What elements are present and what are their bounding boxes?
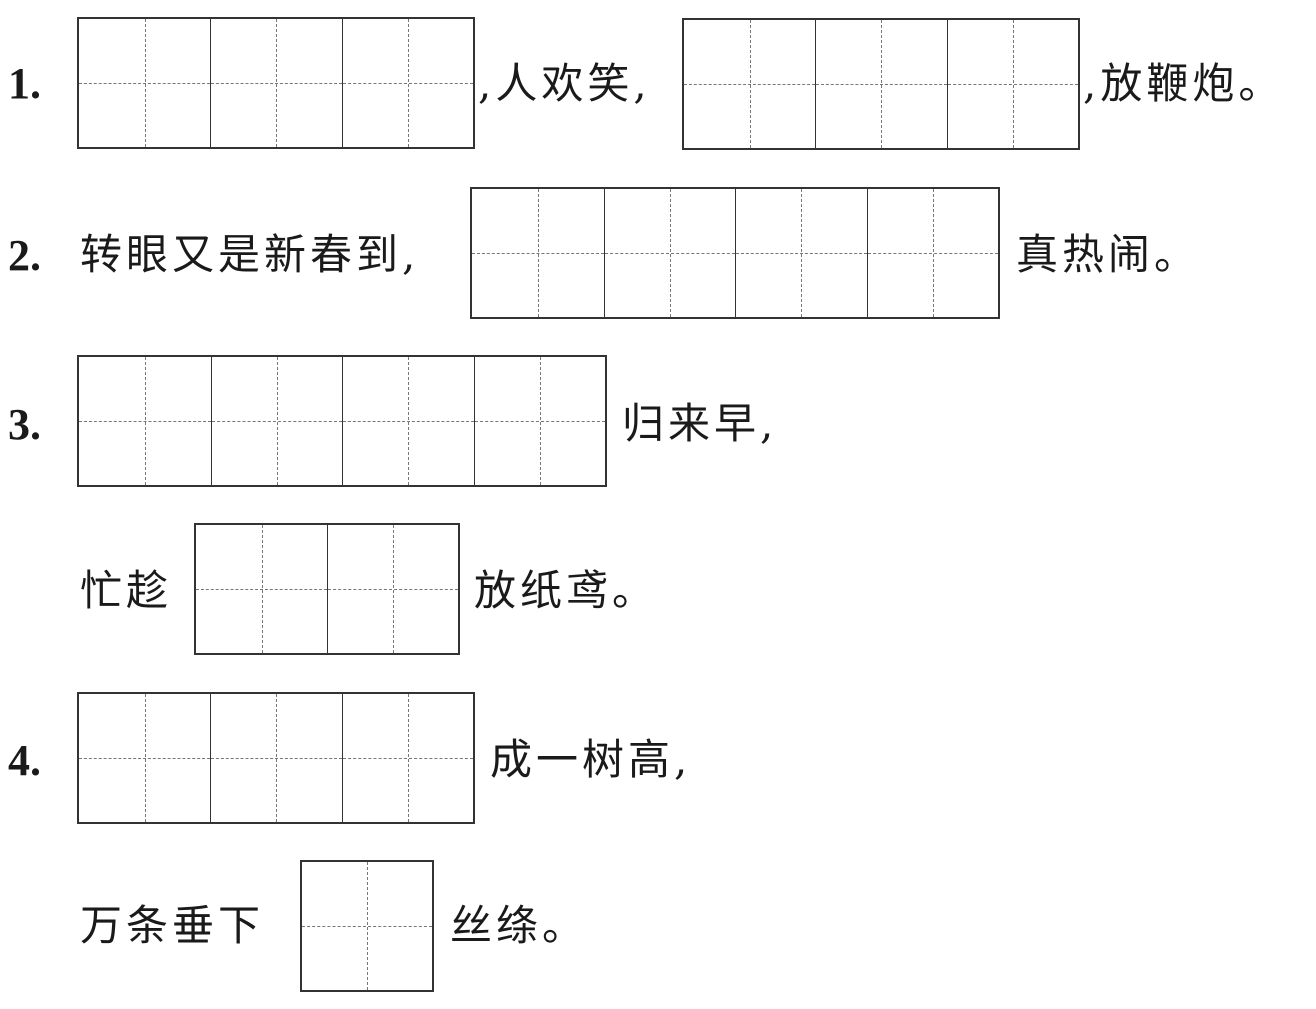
grid-cell[interactable] bbox=[210, 694, 342, 822]
grid-cell[interactable] bbox=[302, 862, 432, 990]
grid-cell[interactable] bbox=[196, 525, 327, 653]
answer-grid[interactable] bbox=[77, 355, 607, 487]
question-number: 3. bbox=[8, 400, 41, 449]
answer-grid[interactable] bbox=[77, 692, 475, 824]
answer-grid[interactable] bbox=[682, 18, 1080, 150]
grid-cell[interactable] bbox=[79, 357, 211, 485]
question-number: 4. bbox=[8, 736, 41, 785]
question-text: 放纸鸢。 bbox=[474, 566, 659, 615]
question-text: 转眼又是新春到, bbox=[80, 230, 420, 279]
question-text: ,人欢笑, bbox=[478, 59, 651, 108]
grid-cell[interactable] bbox=[866, 189, 999, 317]
grid-cell[interactable] bbox=[472, 189, 604, 317]
question-number: 2. bbox=[8, 231, 41, 280]
grid-cell[interactable] bbox=[342, 357, 474, 485]
question-text: 归来早, bbox=[622, 399, 778, 448]
answer-grid[interactable] bbox=[300, 860, 434, 992]
grid-cell[interactable] bbox=[473, 357, 606, 485]
grid-cell[interactable] bbox=[815, 20, 947, 148]
question-text: 万条垂下 bbox=[80, 901, 265, 950]
question-text: 忙趁 bbox=[80, 566, 173, 615]
answer-grid[interactable] bbox=[470, 187, 1000, 319]
grid-cell[interactable] bbox=[946, 20, 1079, 148]
answer-grid[interactable] bbox=[77, 17, 475, 149]
grid-cell[interactable] bbox=[210, 357, 343, 485]
grid-cell[interactable] bbox=[79, 19, 211, 147]
grid-cell[interactable] bbox=[210, 19, 342, 147]
grid-cell[interactable] bbox=[735, 189, 867, 317]
grid-cell[interactable] bbox=[684, 20, 816, 148]
grid-cell[interactable] bbox=[341, 19, 474, 147]
grid-cell[interactable] bbox=[79, 694, 211, 822]
grid-cell[interactable] bbox=[603, 189, 736, 317]
question-text: 成一树高, bbox=[490, 735, 692, 784]
answer-grid[interactable] bbox=[194, 523, 460, 655]
question-text: ,放鞭炮。 bbox=[1083, 59, 1285, 108]
grid-cell[interactable] bbox=[341, 694, 474, 822]
grid-cell[interactable] bbox=[327, 525, 458, 653]
question-number: 1. bbox=[8, 59, 41, 108]
question-text: 丝绦。 bbox=[450, 901, 589, 950]
question-text: 真热闹。 bbox=[1016, 230, 1201, 279]
